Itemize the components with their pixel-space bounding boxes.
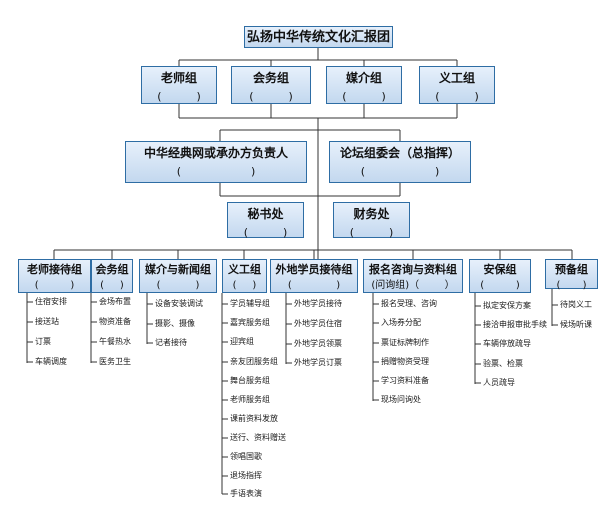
- task-item: 设备安装调试: [155, 299, 203, 308]
- dept-title: 外地学员接待组: [275, 263, 353, 276]
- task-item: 车辆停放疏导: [483, 339, 531, 348]
- top-group-paren: ( ): [435, 90, 479, 103]
- task-item: 迎宾组: [230, 337, 254, 346]
- mid-title: 论坛组委会（总指挥）: [339, 146, 460, 160]
- task-item: 外地学员领票: [294, 339, 342, 348]
- dept-teacher-reception: 老师接待组 ( ): [18, 259, 91, 293]
- office-secretariat: 秘书处 ( ): [227, 202, 304, 239]
- dept-paren: ( ): [100, 280, 124, 291]
- office-finance: 财务处 ( ): [333, 202, 410, 239]
- task-item: 记者接待: [155, 338, 187, 347]
- dept-registration-info: 报名咨询与资料组 (问询组)（ ）: [363, 259, 463, 293]
- task-item: 退场指挥: [230, 471, 262, 480]
- dept-paren: ( ): [556, 280, 587, 291]
- mid-box-committee: 论坛组委会（总指挥） ( ): [329, 141, 471, 183]
- dept-paren: ( ): [480, 280, 520, 291]
- task-item: 外地学员订票: [294, 358, 342, 367]
- top-group-title: 会务组: [252, 71, 289, 85]
- top-group-volunteer: 义工组 ( ): [419, 66, 495, 104]
- task-item: 医务卫生: [99, 357, 131, 366]
- task-item: 接送站: [35, 317, 59, 326]
- top-group-media: 媒介组 ( ): [326, 66, 402, 104]
- task-item: 学习资料准备: [381, 376, 429, 385]
- dept-volunteer: 义工组 ( ): [222, 259, 267, 293]
- task-item: 现场问询处: [381, 395, 421, 404]
- task-item: 外地学员住宿: [294, 319, 342, 328]
- task-item: 亲友团服务组: [230, 357, 278, 366]
- top-group-title: 义工组: [438, 71, 475, 85]
- task-item: 送行、资料赠送: [230, 433, 286, 442]
- task-item: 报名受理、咨询: [381, 299, 437, 308]
- task-item: 嘉宾服务组: [230, 318, 270, 327]
- dept-paren: ( ): [156, 280, 200, 291]
- task-item: 午餐热水: [99, 337, 131, 346]
- dept-media-news: 媒介与新闻组 ( ): [139, 259, 217, 293]
- top-group-title: 老师组: [160, 71, 197, 85]
- dept-title: 预备组: [555, 263, 588, 276]
- root-title: 弘扬中华传统文化汇报团: [246, 30, 390, 45]
- dept-title: 报名咨询与资料组: [369, 263, 457, 276]
- mid-box-organizer: 中华经典网或承办方负责人 ( ): [125, 141, 307, 183]
- dept-paren: ( ): [287, 280, 341, 291]
- top-group-paren: ( ): [249, 90, 293, 103]
- dept-conference: 会务组 ( ): [91, 259, 133, 293]
- dept-title: 会务组: [95, 263, 129, 276]
- top-group-paren: ( ): [342, 90, 386, 103]
- dept-title: 安保组: [483, 263, 517, 276]
- task-item: 领唱国歌: [230, 452, 262, 461]
- task-item: 待岗义工: [560, 300, 592, 309]
- task-item: 拟定安保方案: [483, 301, 531, 310]
- dept-paren: (问询组)（ ）: [371, 280, 455, 291]
- root-box: 弘扬中华传统文化汇报团: [244, 26, 393, 48]
- task-item: 手语表演: [230, 489, 262, 498]
- task-item: 订票: [35, 337, 51, 346]
- office-title: 秘书处: [247, 207, 284, 221]
- mid-paren: ( ): [360, 165, 440, 178]
- top-group-conference: 会务组 ( ): [231, 66, 311, 104]
- task-item: 候场听课: [560, 320, 592, 329]
- top-group-paren: ( ): [157, 90, 201, 103]
- task-item: 会场布置: [99, 297, 131, 306]
- task-item: 捐赠物资受理: [381, 357, 429, 366]
- dept-outside-students: 外地学员接待组 ( ): [270, 259, 358, 293]
- dept-paren: ( ): [232, 280, 257, 291]
- office-title: 财务处: [353, 207, 390, 221]
- mid-paren: ( ): [176, 165, 256, 178]
- task-item: 人员疏导: [483, 378, 515, 387]
- dept-reserve: 预备组 ( ): [545, 259, 598, 291]
- task-item: 车辆调度: [35, 357, 67, 366]
- task-item: 住宿安排: [35, 297, 67, 306]
- dept-title: 义工组: [228, 263, 261, 276]
- dept-title: 媒介与新闻组: [145, 263, 211, 276]
- mid-title: 中华经典网或承办方负责人: [143, 146, 288, 160]
- task-item: 学员辅导组: [230, 299, 270, 308]
- task-item: 接洽申报审批手续: [483, 320, 547, 329]
- dept-paren: ( ): [34, 280, 75, 291]
- dept-security: 安保组 ( ): [469, 259, 531, 293]
- task-item: 舞台服务组: [230, 376, 270, 385]
- task-item: 票证标牌制作: [381, 338, 429, 347]
- task-item: 课前资料发放: [230, 414, 278, 423]
- task-item: 老师服务组: [230, 395, 270, 404]
- top-group-title: 媒介组: [345, 71, 382, 85]
- office-paren: ( ): [243, 226, 288, 239]
- task-item: 物资准备: [99, 317, 131, 326]
- task-item: 摄影、摄像: [155, 319, 195, 328]
- task-item: 入场券分配: [381, 318, 421, 327]
- task-item: 验票、检票: [483, 359, 523, 368]
- top-group-teacher: 老师组 ( ): [141, 66, 217, 104]
- dept-title: 老师接待组: [27, 263, 82, 276]
- task-item: 外地学员接待: [294, 299, 342, 308]
- office-paren: ( ): [349, 226, 394, 239]
